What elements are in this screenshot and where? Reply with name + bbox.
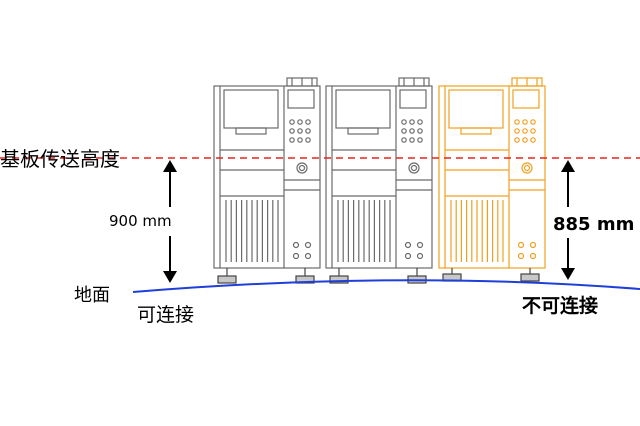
right-height-arrow [561, 160, 575, 280]
machine-3-highlighted [438, 77, 546, 282]
right-height-label: 885 mm [553, 214, 635, 235]
ground-line [132, 279, 640, 293]
machine-2 [325, 77, 433, 284]
not-connectable-label: 不可连接 [522, 295, 599, 317]
left-height-arrow [163, 160, 177, 283]
connectable-label: 可连接 [137, 304, 195, 326]
left-height-label: 900 mm [109, 212, 172, 230]
machine-1 [213, 77, 321, 284]
machines-group [213, 77, 546, 284]
ground-label: 地面 [74, 285, 110, 306]
conveyor-height-label: 基板传送高度 [0, 147, 120, 171]
